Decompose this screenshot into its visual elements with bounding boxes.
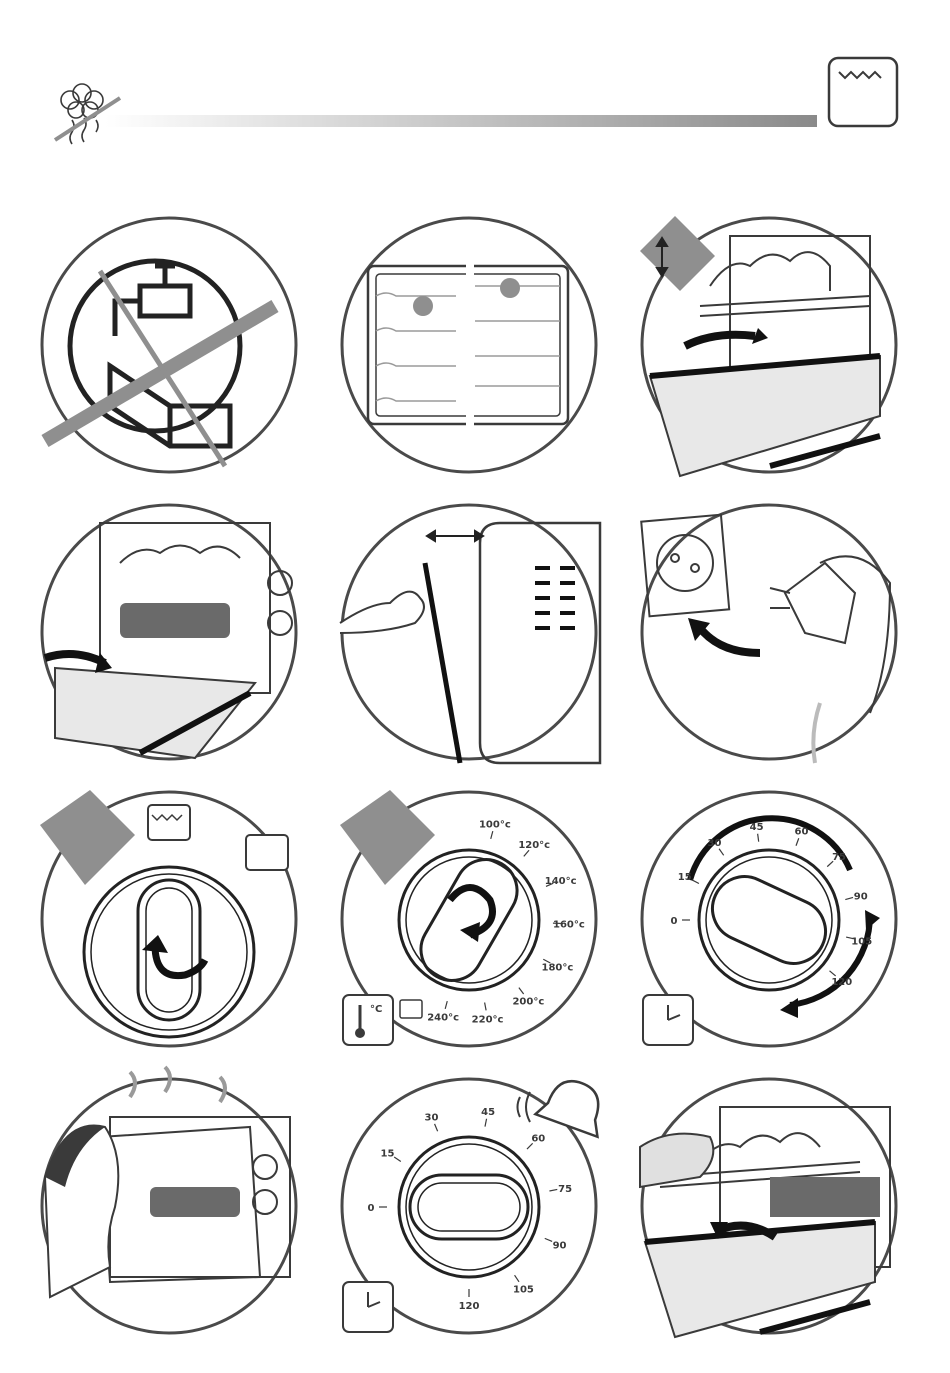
oven-icon	[827, 56, 899, 128]
dial-label: 0	[368, 1203, 375, 1214]
dial-label: 120	[831, 977, 852, 988]
panel-rack-positions	[340, 216, 598, 474]
dial-label: 105	[513, 1284, 534, 1295]
dial-label: 60	[531, 1134, 545, 1145]
dial-label: 120	[459, 1301, 480, 1312]
dial-label: 75	[558, 1184, 572, 1195]
dial-label: 15	[381, 1149, 395, 1160]
panel-insert-rack	[640, 216, 898, 474]
grill-mode-icon	[246, 835, 288, 870]
baking-tray	[770, 1177, 880, 1217]
dial-label: 180°c	[542, 963, 574, 974]
baking-tray	[150, 1187, 240, 1217]
dial-label: 240°c	[427, 1013, 459, 1024]
panel-remove-rack	[640, 1077, 898, 1335]
panel-plug-in	[640, 503, 898, 761]
dial-label: 120°c	[518, 840, 550, 851]
panel-temperature-dial: °C 100°c 120°c 140°c 160°c 180°c 200°c 220°c 24…	[340, 790, 598, 1048]
panel-timer-set: 0 15 30 45 60 75 90 105 120	[640, 790, 898, 1048]
dial-label: 30	[708, 838, 722, 849]
dial-label: 45	[481, 1107, 495, 1118]
dial-label: 220°c	[472, 1014, 504, 1025]
unit-label: °C	[370, 1004, 382, 1015]
dial-label: 45	[750, 822, 764, 833]
oven-small-icon	[400, 1000, 422, 1018]
header-gradient-bar	[105, 115, 817, 127]
dial-label: 30	[425, 1112, 439, 1123]
thermometer-icon	[343, 995, 393, 1045]
header-graphic	[0, 0, 950, 150]
dial-label: 90	[553, 1241, 567, 1252]
dial-label: 105	[851, 937, 872, 948]
dial-label: 75	[832, 852, 846, 863]
position-marker-left	[413, 296, 433, 316]
dial-label: 90	[854, 891, 868, 902]
baking-tray	[120, 603, 230, 638]
oven-mode-icon	[148, 805, 190, 840]
steam-icon	[50, 80, 125, 145]
position-marker-right	[500, 278, 520, 298]
panel-no-water	[40, 216, 298, 474]
dial-label: 60	[795, 827, 809, 838]
dial-label: 140°c	[545, 876, 577, 887]
panel-door-gap	[340, 503, 598, 761]
dial-label: 100°c	[479, 819, 511, 830]
dial-label: 0	[671, 916, 678, 927]
panel-insert-tray	[40, 503, 298, 761]
panel-mode-selector	[40, 790, 298, 1048]
dial-label: 15	[678, 872, 692, 883]
dial-label: 200°c	[512, 996, 544, 1007]
panel-check-cooking	[40, 1077, 298, 1335]
panel-timer-bell: 0 15 30 45 60 75 90 105 120	[340, 1077, 598, 1335]
dial-label: 160°c	[553, 920, 585, 931]
header	[0, 0, 950, 150]
